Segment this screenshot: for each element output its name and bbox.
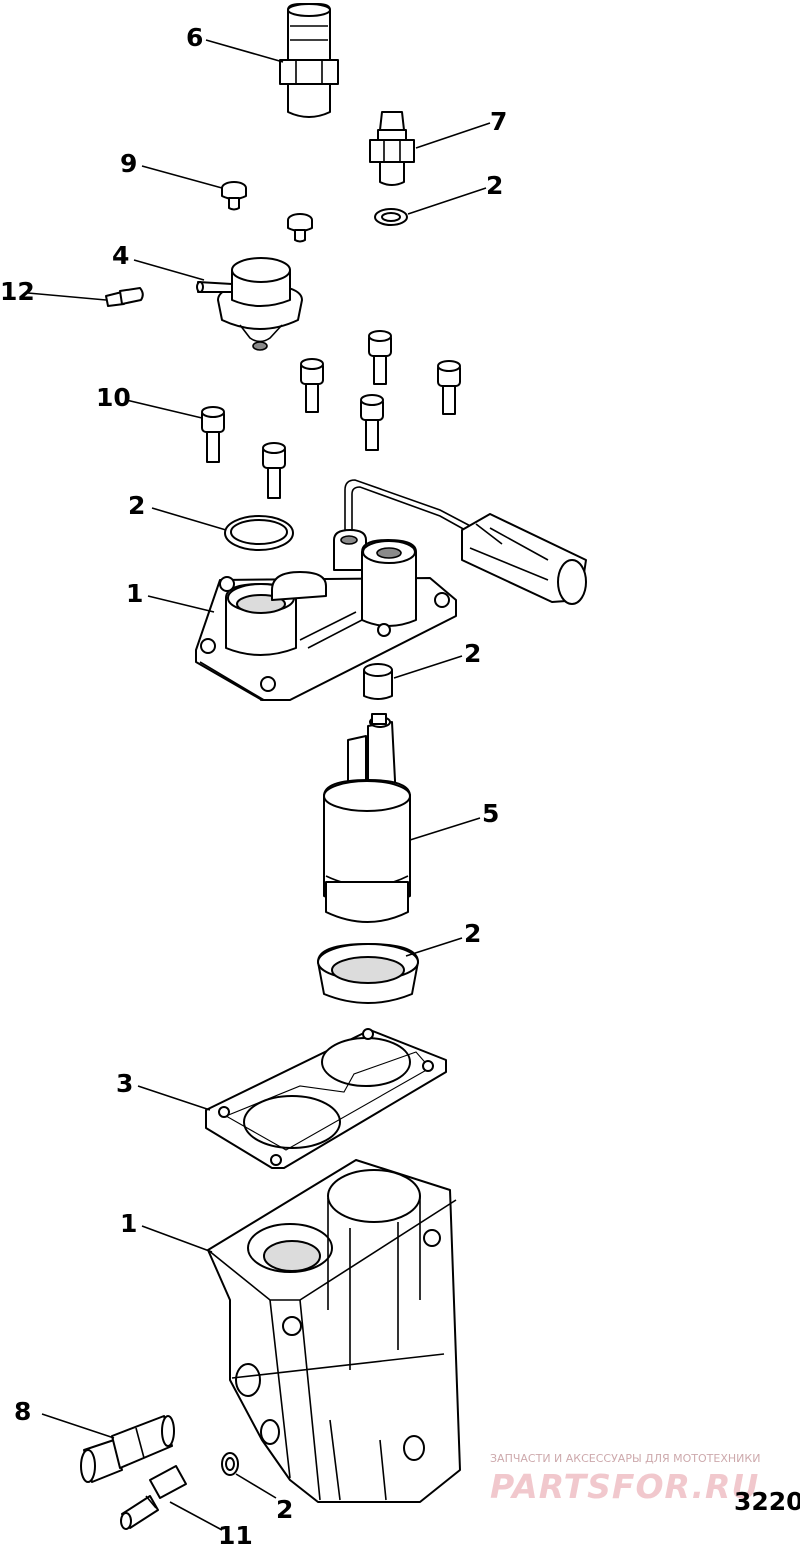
callout-2: 2	[276, 1495, 293, 1524]
callout-8: 8	[14, 1397, 31, 1426]
callout-11: 11	[218, 1521, 253, 1547]
watermark-tagline: ЗАПЧАСТИ И АКСЕССУАРЫ ДЛЯ МОТОТЕХНИКИ	[490, 1452, 760, 1465]
callout-6: 6	[186, 23, 203, 52]
part-11-small-fitting	[120, 1465, 187, 1530]
callout-2: 2	[464, 919, 481, 948]
part-2-sleeve	[363, 663, 393, 700]
part-2-cup-seal	[317, 943, 419, 1004]
callout-12: 12	[0, 277, 35, 306]
part-7-pressure-fitting	[369, 111, 415, 186]
callout-1: 1	[120, 1209, 137, 1238]
callout-2: 2	[128, 491, 145, 520]
callout-7: 7	[490, 107, 507, 136]
part-2-washer-top	[374, 208, 408, 226]
watermark-logo: PARTSFOR.RU	[490, 1467, 759, 1506]
part-4-pressure-regulator	[196, 257, 303, 351]
part-2-o-ring	[224, 515, 294, 551]
callout-labels: 6 7 9 2 4 12 10 2 1 2 5 2 3 1 8 2 11	[0, 23, 507, 1547]
callout-4: 4	[112, 241, 129, 270]
part-10-bolts	[201, 330, 461, 499]
wire-harness-connector	[344, 479, 587, 605]
callout-5: 5	[482, 799, 499, 828]
part-5-fuel-pump	[323, 713, 411, 923]
figure-number: 32205	[734, 1487, 800, 1516]
part-1-upper-cover	[195, 529, 457, 701]
part-8-barbed-fitting	[80, 1415, 175, 1483]
part-12-nipple	[105, 287, 144, 307]
callout-3: 3	[116, 1069, 133, 1098]
callout-1: 1	[126, 579, 143, 608]
part-6-hose-fitting	[279, 3, 339, 118]
callout-2: 2	[486, 171, 503, 200]
part-1-lower-housing	[207, 1159, 461, 1503]
watermark: ЗАПЧАСТИ И АКСЕССУАРЫ ДЛЯ МОТОТЕХНИКИ PA…	[490, 1452, 760, 1506]
callout-2: 2	[464, 639, 481, 668]
callout-9: 9	[120, 149, 137, 178]
callout-10: 10	[96, 383, 131, 412]
part-3-gasket	[205, 1028, 447, 1169]
leader-lines	[27, 39, 491, 1531]
part-2-washer-bottom	[221, 1452, 239, 1476]
part-9-screw	[221, 181, 313, 243]
